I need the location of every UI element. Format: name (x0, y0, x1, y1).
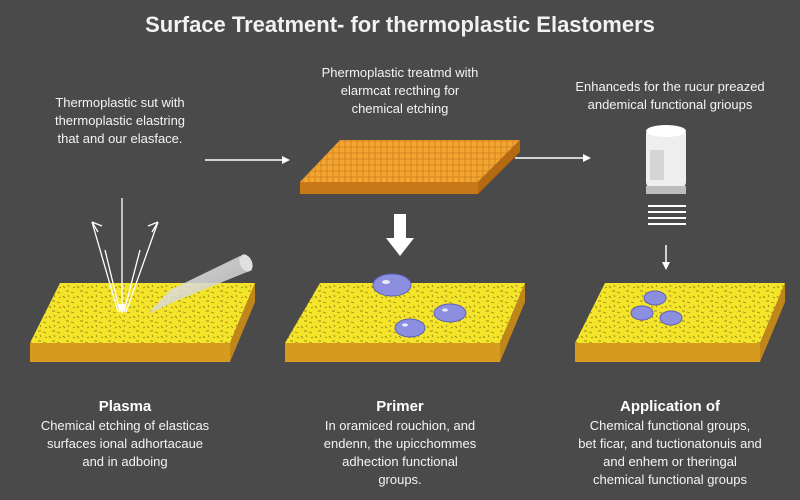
primer-slab (285, 283, 525, 362)
nozzle-icon (148, 254, 253, 314)
plasma-ray-icon (91, 198, 159, 314)
primer-droplet-icon (630, 305, 654, 321)
down-arrow-icon (662, 245, 670, 270)
container-icon (646, 125, 686, 225)
down-arrow-icon (386, 214, 414, 256)
top-caption-left: Thermoplastic sut with thermoplastic ela… (54, 95, 186, 146)
application-slab (575, 283, 785, 362)
right-arrow-icon (515, 154, 591, 162)
plasma-slab (30, 283, 255, 362)
right-arrow-icon (205, 156, 290, 164)
diagram-title: Surface Treatment- for thermoplastic Ela… (145, 12, 655, 37)
top-caption-center: Phermoplastic treatmd with elarmcat rect… (321, 65, 479, 116)
step-title-application: Application of (620, 398, 720, 415)
top-caption-right: Enhanceds for the rucur preazed andemica… (575, 79, 765, 112)
primer-droplet-icon (433, 303, 467, 323)
step-description-primer: In oramiced rouchion, and endenn, the up… (323, 418, 477, 487)
primer-droplet-icon (643, 290, 667, 306)
step-description-plasma: Chemical etching of elasticas surfaces i… (40, 418, 210, 469)
step-title-primer: Primer (376, 398, 424, 415)
primer-droplet-icon (659, 310, 683, 326)
primer-droplet-icon (394, 318, 426, 338)
step-title-plasma: Plasma (98, 398, 152, 415)
orange-treated-slab (300, 140, 520, 194)
primer-droplet-icon (372, 273, 412, 297)
step-description-application: Chemical functional groups, bet ficar, a… (578, 418, 762, 487)
